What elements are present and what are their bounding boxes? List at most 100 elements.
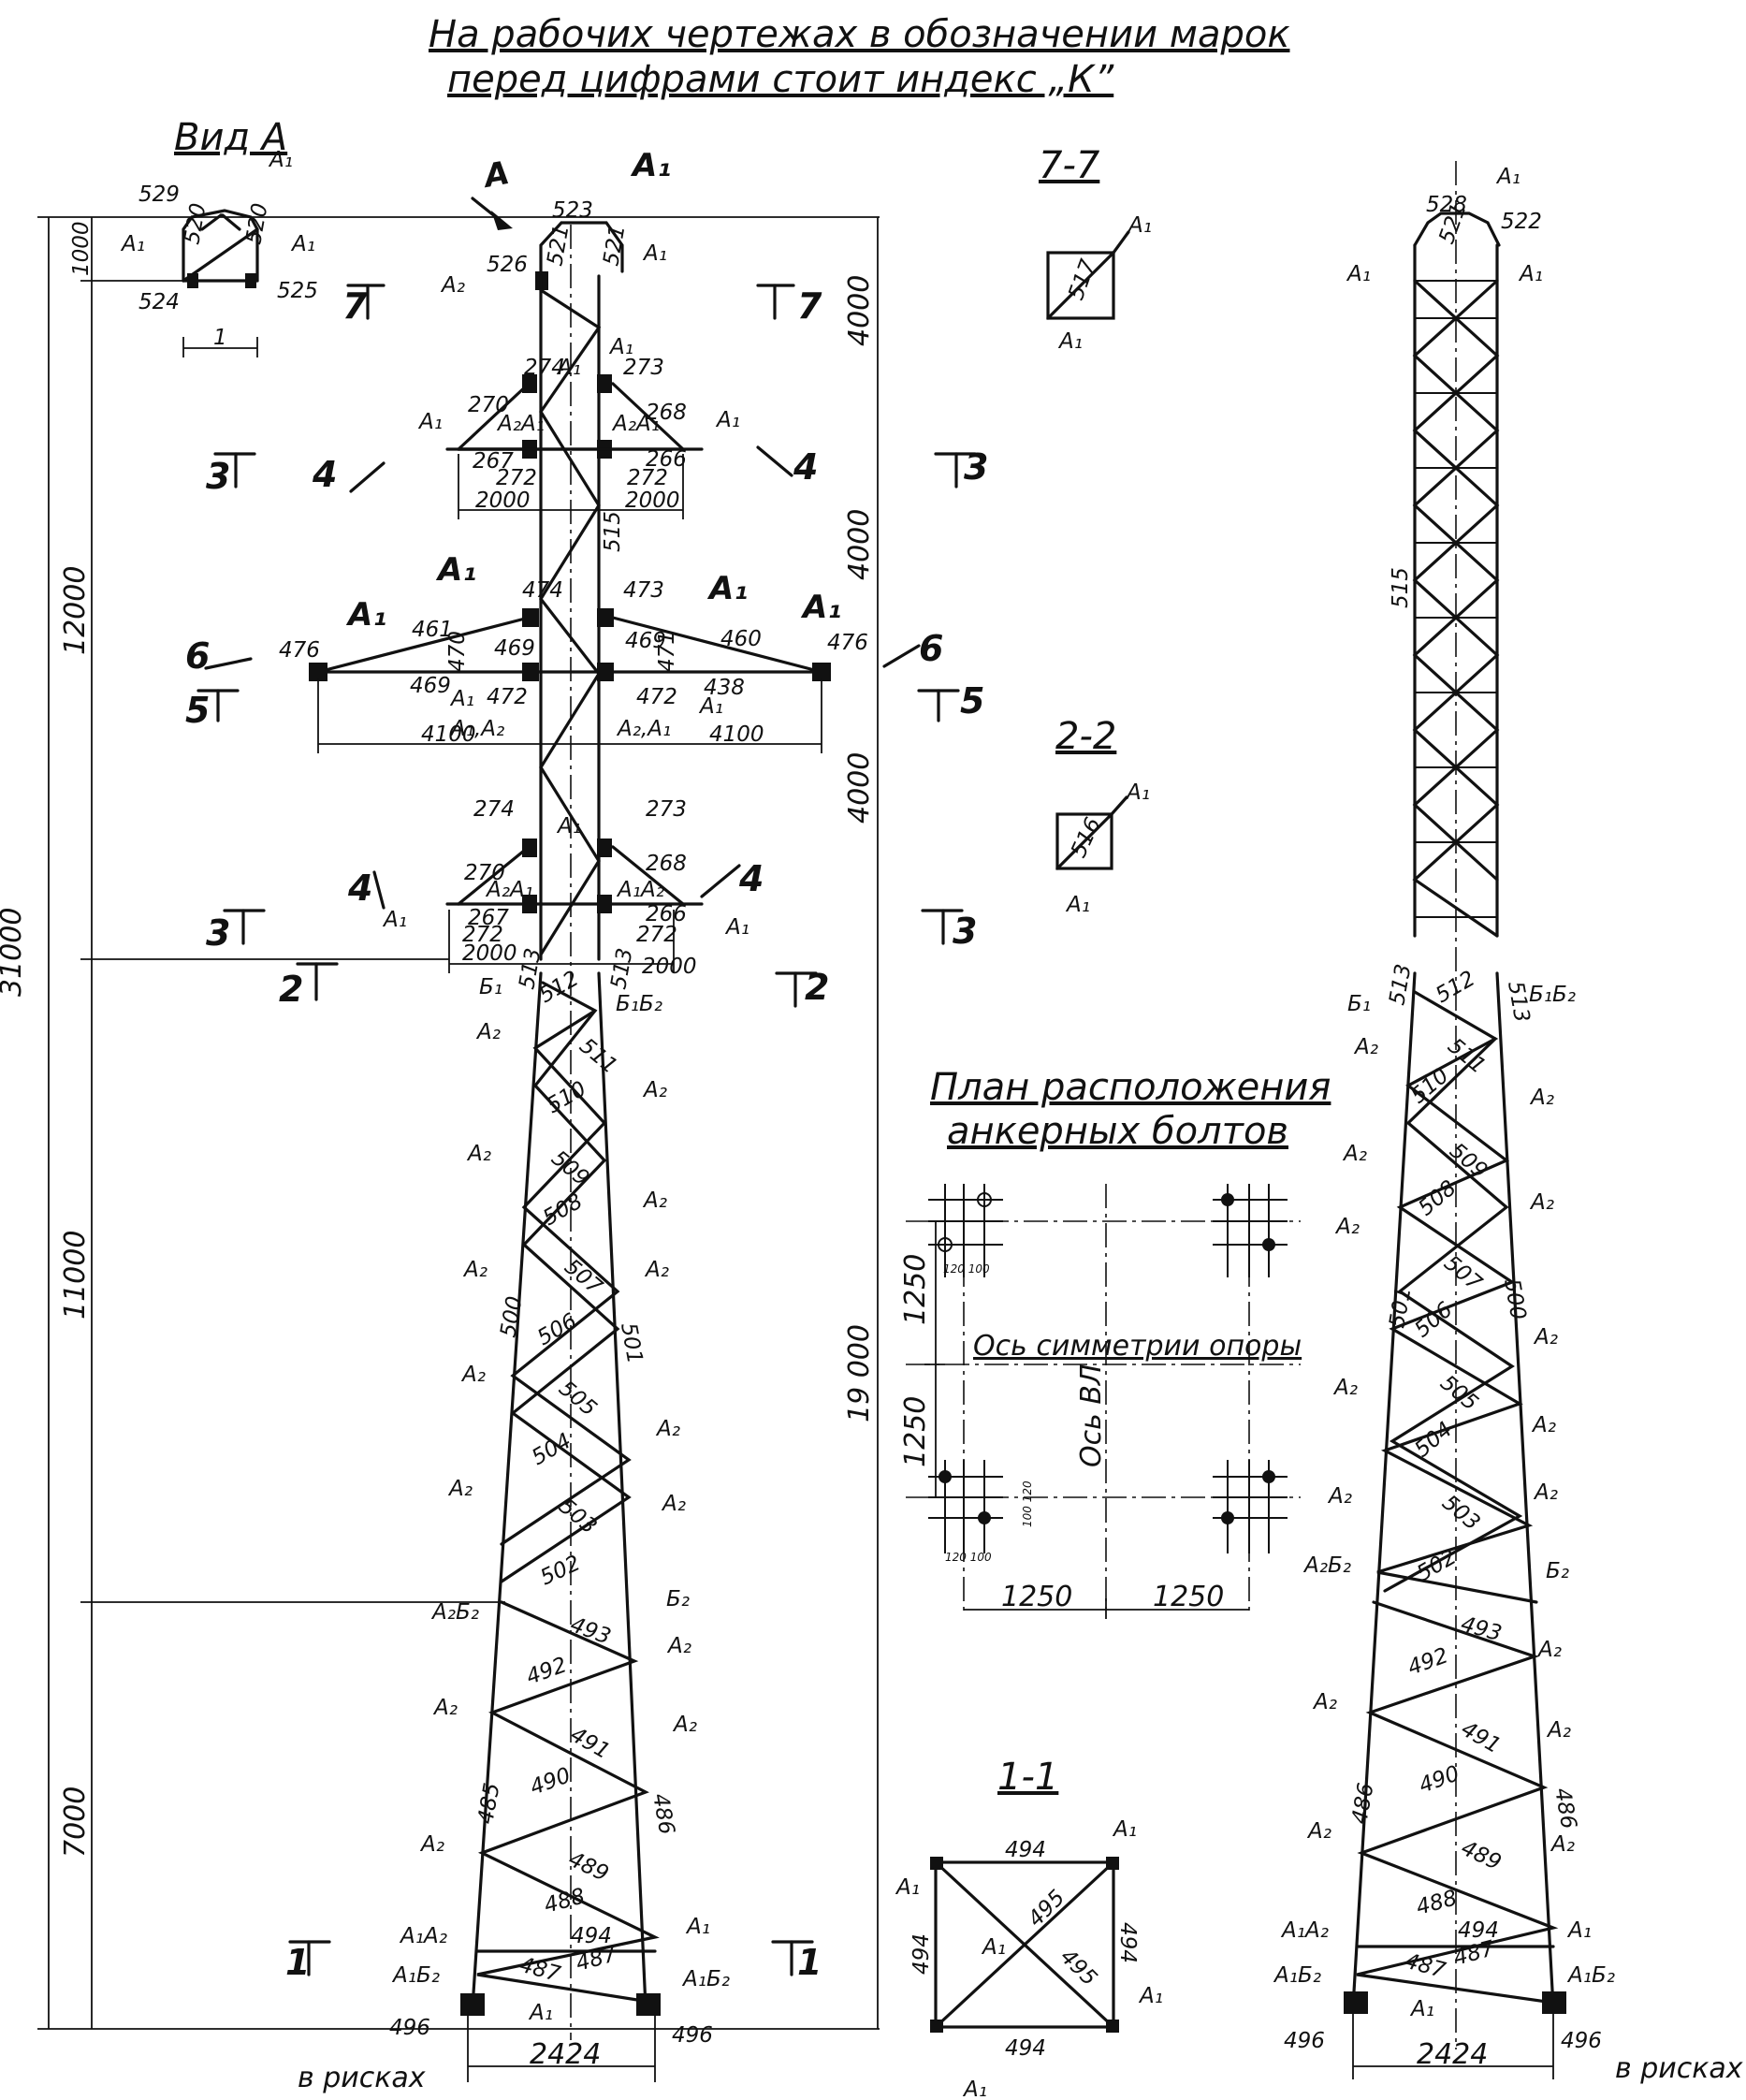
- cut-3-right: 3: [964, 446, 988, 488]
- mark-a1: А₁: [608, 335, 633, 359]
- view-a-title: Вид А: [174, 116, 287, 159]
- cut-3b-right: 3: [953, 911, 977, 952]
- mark-492: 492: [523, 1653, 570, 1689]
- cut-3-left: 3: [206, 456, 230, 497]
- mark-526: 526: [487, 253, 528, 277]
- mark-268: 268: [646, 401, 687, 425]
- mark-a2: А₂: [1312, 1690, 1337, 1714]
- mark-494: 494: [1458, 1918, 1499, 1943]
- mark-a2b2: А₂Б₂: [430, 1600, 479, 1625]
- mark-a2: А₂: [642, 1189, 667, 1213]
- mark-495: 495: [1024, 1886, 1069, 1932]
- mark-525: 525: [277, 279, 318, 303]
- header-line-1: На рабочих чертежах в обозначении марок: [429, 13, 1290, 56]
- section-7-7: 7-7 517 А₁ А₁: [1039, 144, 1152, 354]
- mark-503: 503: [554, 1495, 601, 1539]
- mark-b1b2: Б₁Б₂: [616, 992, 662, 1016]
- mark-273: 273: [646, 797, 687, 822]
- dim-4100-l: 4100: [421, 722, 476, 747]
- mark-506: 506: [533, 1309, 581, 1350]
- mark-474: 474: [522, 578, 563, 603]
- mark-a2: А₂: [1533, 1325, 1558, 1349]
- mark-469: 469: [494, 636, 535, 661]
- plan-dim-1250-h2: 1250: [1153, 1581, 1224, 1613]
- mark-510: 510: [543, 1077, 590, 1118]
- mark-520: 520: [180, 201, 211, 246]
- dim-upper-12000: 12000: [59, 566, 92, 655]
- cut-2-left: 2: [279, 969, 303, 1010]
- mark-a1: А₁: [1127, 213, 1152, 238]
- mark-274: 274: [473, 797, 515, 822]
- plan-dim-120-100: 120 100: [945, 1551, 992, 1564]
- mark-511: 511: [1443, 1034, 1490, 1079]
- mark-494: 494: [571, 1924, 612, 1948]
- section-cut-markers: 7 7 3 3 4 4 6 6 5 5 3 3 4 4 2 2 1 1: [185, 284, 988, 1983]
- mark-270: 270: [468, 393, 509, 417]
- mark-472: 472: [487, 685, 528, 709]
- cut-7-left: 7: [342, 285, 368, 327]
- mark-a2: А₂: [419, 1832, 444, 1857]
- dim-4000-mid: 4000: [843, 509, 876, 580]
- mark-a1: А₁: [449, 687, 474, 711]
- cut-4-right: 4: [793, 446, 818, 488]
- mark-492: 492: [1404, 1643, 1451, 1680]
- mark-a2: А₂: [475, 1020, 501, 1044]
- mark-a1: А₁: [1125, 780, 1150, 805]
- mark-b1: Б₁: [1347, 992, 1371, 1016]
- mark-a1: А₁: [1495, 165, 1520, 189]
- dim-2000-ll: 2000: [462, 941, 517, 966]
- mark-515: 515: [1389, 567, 1413, 608]
- mark-a2: А₂: [661, 1492, 686, 1516]
- mark-a2: А₂: [1550, 1832, 1575, 1857]
- cut-6-left: 6: [185, 635, 210, 677]
- mark-268: 268: [646, 852, 687, 876]
- mark-a1: А₁: [1065, 893, 1090, 917]
- mark-511: 511: [575, 1034, 621, 1079]
- dim-4100-r: 4100: [709, 722, 764, 747]
- mark-a2: А₂: [1334, 1215, 1360, 1239]
- mark-504: 504: [528, 1429, 575, 1470]
- cut-5-right: 5: [960, 680, 984, 722]
- dim-base-2424-side: 2424: [1417, 2038, 1488, 2071]
- mark-a2: А₂: [655, 1417, 680, 1441]
- mark-273: 273: [623, 356, 664, 380]
- mark-472: 472: [636, 685, 677, 709]
- mark-471: 471: [655, 631, 679, 672]
- mark-a1: А₁: [685, 1915, 710, 1939]
- plan-dim-1250-v2: 1250: [899, 1396, 932, 1467]
- mark-476: 476: [279, 638, 320, 663]
- section-7-7-title: 7-7: [1039, 144, 1100, 187]
- mark-517: 517: [1064, 256, 1101, 303]
- mark-522: 522: [1501, 210, 1542, 234]
- mark-a2: А₂: [1353, 1035, 1378, 1059]
- mark-270: 270: [464, 861, 505, 885]
- mark-496: 496: [389, 2016, 430, 2040]
- mark-a2: А₂: [1546, 1718, 1571, 1743]
- mark-438: 438: [704, 676, 745, 700]
- mark-a1: А₁: [1409, 1997, 1434, 2021]
- mark-a1: А₁: [556, 814, 581, 839]
- dim-base-2424: 2424: [530, 2038, 601, 2071]
- mark-505: 505: [554, 1377, 601, 1422]
- mark-507: 507: [560, 1255, 607, 1300]
- height-dimensions: 31000 12000 11000 7000 1000 4000 4000 40…: [0, 216, 880, 2030]
- mark-a2: А₂: [460, 1363, 486, 1387]
- mark-a1a2: А₁А₂: [1280, 1918, 1329, 1943]
- mark-a1: А₁: [345, 596, 386, 634]
- anchor-plan-title-2: анкерных болтов: [947, 1110, 1288, 1153]
- section-1-1-title: 1-1: [997, 1756, 1058, 1799]
- plan-dim-1250-v1: 1250: [899, 1254, 932, 1325]
- mark-a1: А₁: [962, 2078, 987, 2100]
- mark-266: 266: [646, 902, 687, 926]
- cut-1-left: 1: [285, 1942, 310, 1983]
- mark-a2: А₂: [1531, 1413, 1556, 1437]
- dim-2000-ul: 2000: [475, 489, 531, 513]
- mark-267: 267: [473, 449, 514, 474]
- dim-lower-7000: 7000: [59, 1786, 92, 1858]
- mark-488: 488: [1414, 1886, 1460, 1919]
- mark-486: 486: [1347, 1781, 1378, 1826]
- cut-7-right: 7: [797, 285, 822, 327]
- mark-521: 521: [599, 223, 630, 268]
- mark-a1a2: А₁А₂: [616, 878, 664, 902]
